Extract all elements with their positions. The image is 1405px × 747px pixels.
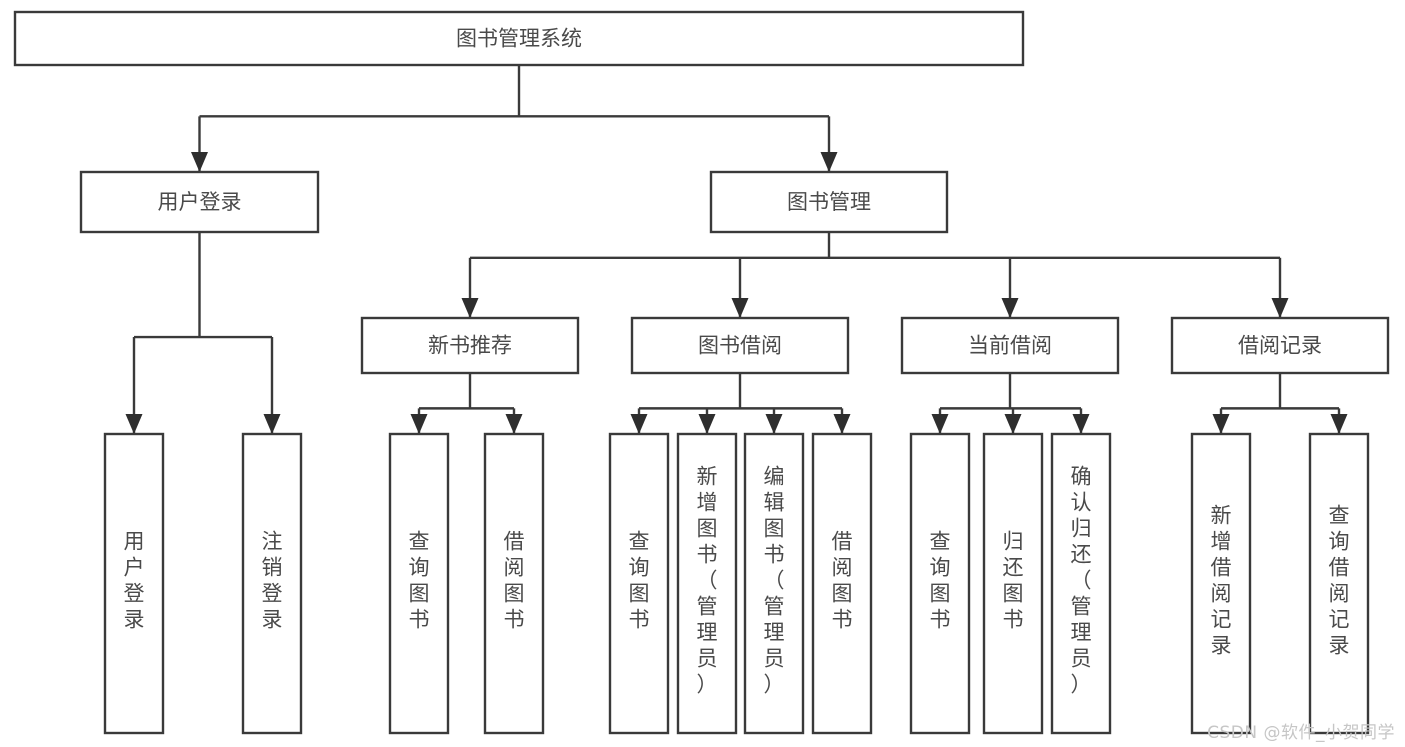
node-label: 当前借阅 — [968, 334, 1052, 358]
node-label: 图书管理系统 — [456, 27, 582, 51]
node-leaf-confirm-return[interactable]: 确认归还（管理员） — [1050, 432, 1112, 735]
node-leaf-edit-book[interactable]: 编辑图书（管理员） — [743, 432, 805, 735]
node-box[interactable] — [982, 432, 1044, 735]
node-leaf-query-book-1[interactable]: 查询图书 — [388, 432, 450, 735]
node-user-login[interactable]: 用户登录 — [79, 170, 320, 234]
node-leaf-logout[interactable]: 注销登录 — [241, 432, 303, 735]
node-box[interactable] — [909, 432, 971, 735]
node-label: 查询图书 — [930, 530, 951, 632]
node-label: 新增图书（管理员） — [697, 465, 718, 697]
node-leaf-query-borrow-record[interactable]: 查询借阅记录 — [1308, 432, 1370, 735]
node-label: 确认归还（管理员） — [1071, 465, 1092, 697]
node-current-borrow[interactable]: 当前借阅 — [900, 316, 1120, 375]
node-box[interactable] — [676, 432, 738, 735]
node-leaf-query-book-2[interactable]: 查询图书 — [608, 432, 670, 735]
node-box[interactable] — [811, 432, 873, 735]
node-label: 图书借阅 — [698, 334, 782, 358]
node-box[interactable] — [79, 170, 320, 234]
node-borrow-record[interactable]: 借阅记录 — [1170, 316, 1390, 375]
node-box[interactable] — [900, 316, 1120, 375]
node-book-borrow[interactable]: 图书借阅 — [630, 316, 850, 375]
node-box[interactable] — [241, 432, 303, 735]
node-new-book-recommend[interactable]: 新书推荐 — [360, 316, 580, 375]
node-label: 新增借阅记录 — [1211, 504, 1232, 658]
node-box[interactable] — [1190, 432, 1252, 735]
node-label: 归还图书 — [1003, 530, 1024, 632]
node-label: 借阅图书 — [832, 530, 853, 632]
edges-layer — [125, 65, 1348, 434]
node-label: 注销登录 — [262, 530, 283, 632]
node-leaf-add-book[interactable]: 新增图书（管理员） — [676, 432, 738, 735]
node-leaf-user-login[interactable]: 用户登录 — [103, 432, 165, 735]
node-box[interactable] — [1170, 316, 1390, 375]
node-label: 用户登录 — [124, 530, 145, 632]
node-label: 借阅图书 — [504, 530, 525, 632]
node-box[interactable] — [483, 432, 545, 735]
node-label: 编辑图书（管理员） — [764, 465, 785, 697]
nodes-layer: 图书管理系统用户登录图书管理新书推荐图书借阅当前借阅借阅记录用户登录注销登录查询… — [13, 10, 1390, 735]
node-root[interactable]: 图书管理系统 — [13, 10, 1025, 67]
node-box[interactable] — [709, 170, 949, 234]
node-label: 用户登录 — [158, 190, 242, 214]
node-book-manage[interactable]: 图书管理 — [709, 170, 949, 234]
node-box[interactable] — [103, 432, 165, 735]
node-leaf-return-book[interactable]: 归还图书 — [982, 432, 1044, 735]
node-box[interactable] — [1308, 432, 1370, 735]
node-leaf-query-book-3[interactable]: 查询图书 — [909, 432, 971, 735]
node-label: 图书管理 — [787, 190, 871, 214]
node-box[interactable] — [388, 432, 450, 735]
node-box[interactable] — [630, 316, 850, 375]
node-label: 借阅记录 — [1238, 334, 1322, 358]
node-leaf-borrow-book-1[interactable]: 借阅图书 — [483, 432, 545, 735]
node-box[interactable] — [608, 432, 670, 735]
node-box[interactable] — [360, 316, 580, 375]
node-leaf-borrow-book-2[interactable]: 借阅图书 — [811, 432, 873, 735]
node-box[interactable] — [13, 10, 1025, 67]
node-label: 查询借阅记录 — [1329, 504, 1350, 658]
node-box[interactable] — [743, 432, 805, 735]
node-label: 查询图书 — [629, 530, 650, 632]
node-label: 查询图书 — [409, 530, 430, 632]
node-leaf-add-borrow-record[interactable]: 新增借阅记录 — [1190, 432, 1252, 735]
node-label: 新书推荐 — [428, 334, 512, 358]
watermark-text: CSDN @软件_小贺同学 — [1207, 723, 1395, 743]
node-box[interactable] — [1050, 432, 1112, 735]
